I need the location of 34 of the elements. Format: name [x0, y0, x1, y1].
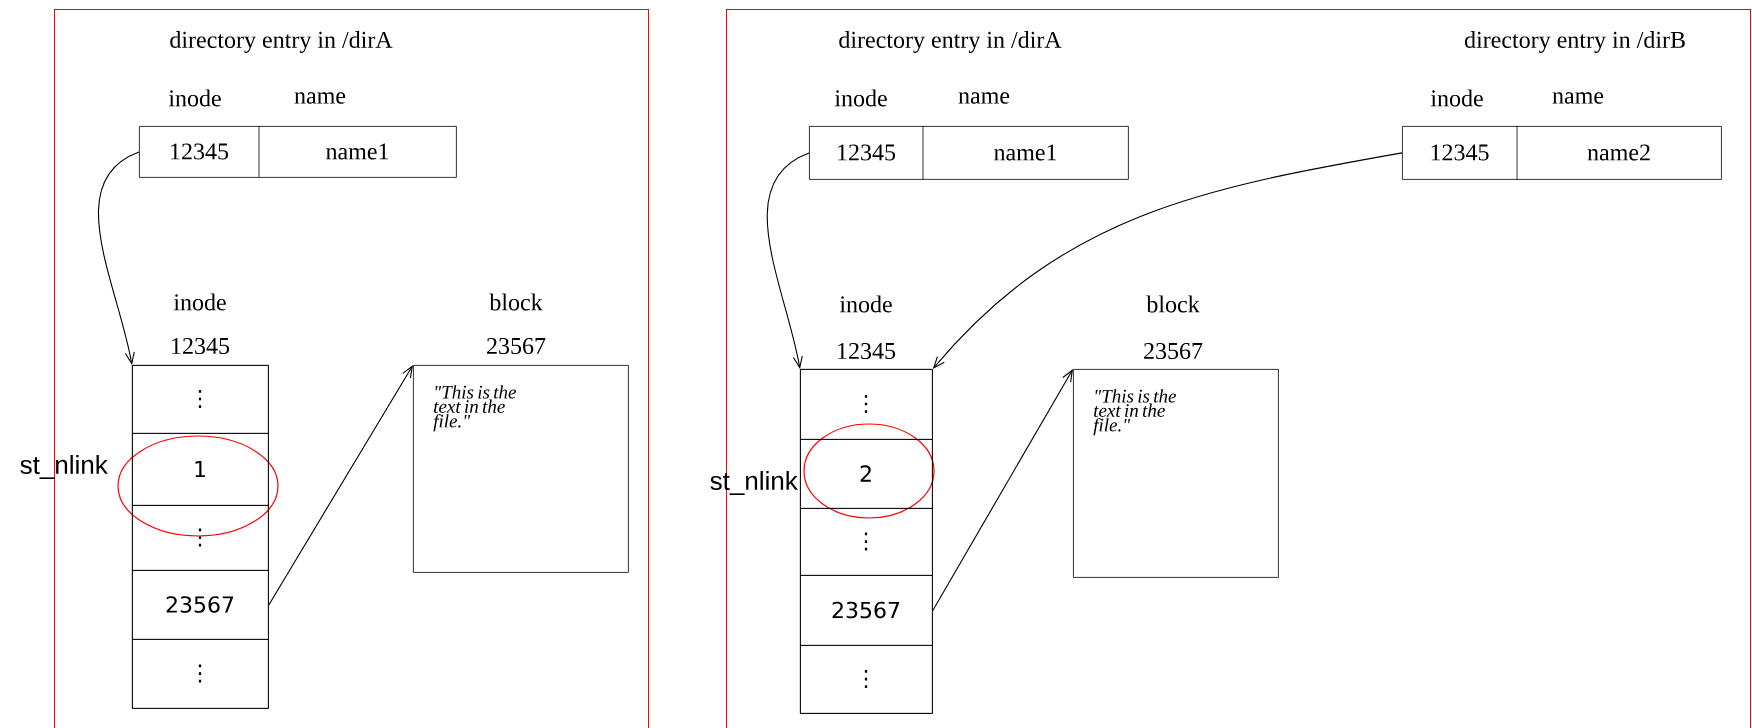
table-cell: ⋮: [132, 639, 269, 709]
heading: 12345: [838, 342, 896, 360]
heading: directory entry in /dirA: [170, 31, 393, 53]
table-cell: 2: [800, 439, 933, 509]
heading: name: [294, 92, 346, 104]
heading: inode: [839, 295, 892, 313]
table-cell: ⋮: [800, 508, 933, 576]
arrow: [98, 151, 140, 365]
table-row: 12345 name1: [139, 125, 457, 178]
heading: 23567: [487, 337, 546, 355]
heading: name: [1552, 92, 1604, 104]
quoted-text: "This is the text in the file.": [1093, 389, 1177, 436]
table-cell: ⋮: [800, 369, 933, 440]
heading: inode: [173, 293, 226, 311]
table-cell: ⋮: [132, 505, 269, 571]
table-cell: ⋮: [800, 645, 933, 714]
table-row: 12345 name1: [809, 125, 1129, 180]
heading: directory entry in /dirB: [1464, 31, 1685, 53]
arrow: [932, 152, 1403, 369]
heading: 12345: [172, 337, 230, 355]
heading: 23567: [1144, 342, 1203, 360]
heading: block: [1146, 295, 1200, 313]
arrow: [766, 152, 810, 369]
heading: block: [489, 293, 543, 311]
table-row: 12345 name2: [1402, 125, 1722, 180]
table-cell: 23567: [132, 570, 269, 640]
table-cell: ⋮: [132, 365, 269, 434]
heading: name: [958, 92, 1010, 104]
table-cell: 23567: [800, 575, 933, 646]
table-cell: 1: [132, 433, 269, 506]
arrow: [268, 365, 413, 606]
arrow: [932, 369, 1074, 611]
heading: directory entry in /dirA: [839, 31, 1062, 53]
quoted-text: "This is the text in the file.": [433, 385, 517, 432]
